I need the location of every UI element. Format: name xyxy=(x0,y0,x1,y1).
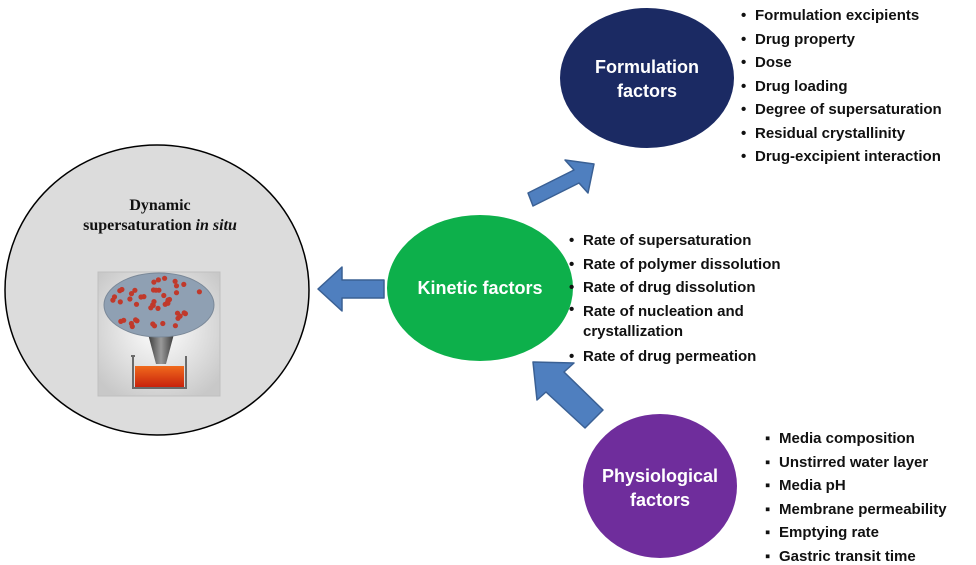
arrow-kinetic-to-dynamic xyxy=(317,266,385,312)
list-item: Gastric transit time xyxy=(765,545,947,565)
particle-dot xyxy=(172,323,178,329)
list-item: Rate of nucleation and crystallization xyxy=(569,300,783,345)
particle-dot xyxy=(172,278,178,284)
list-item: Rate of drug permeation xyxy=(569,345,783,369)
list-item: Drug loading xyxy=(741,75,942,99)
particle-dot xyxy=(133,317,139,323)
kinetic-title: Kinetic factors xyxy=(417,278,543,298)
particle-dot xyxy=(177,313,183,319)
particle-dot xyxy=(160,320,166,327)
list-item: Media pH xyxy=(765,474,947,498)
particle-dot xyxy=(153,287,159,293)
particle-dot xyxy=(151,279,157,285)
list-item: Residual crystallinity xyxy=(741,122,942,146)
particle-dot xyxy=(181,281,187,287)
dynamic-supersaturation-title: Dynamic supersaturation in situ xyxy=(40,196,280,236)
particle-dot xyxy=(132,287,138,293)
dynamic-title-line1: Dynamic xyxy=(129,197,191,214)
dynamic-title-word: supersaturation xyxy=(83,217,192,234)
physiological-title-line1: Physiological xyxy=(601,466,719,486)
particle-dot xyxy=(133,301,140,307)
list-item: Degree of supersaturation xyxy=(741,98,942,122)
formulation-factors-circle xyxy=(560,8,734,148)
particle-dot xyxy=(119,286,125,293)
particle-dots xyxy=(110,275,202,330)
particle-dot xyxy=(127,296,133,302)
particle-dot xyxy=(117,299,123,305)
particle-dot xyxy=(173,283,180,289)
particle-dot xyxy=(196,289,202,295)
particle-dot xyxy=(151,299,157,305)
particle-dot xyxy=(161,292,167,299)
beaker-icon xyxy=(131,355,187,389)
list-item: Rate of drug dissolution xyxy=(569,276,783,300)
physiological-title-line2: factors xyxy=(629,490,691,510)
particle-dot xyxy=(128,291,135,297)
list-item: Rate of polymer dissolution xyxy=(569,253,783,277)
formulation-factors-title: Formulation factors xyxy=(582,55,712,103)
formulation-title-line1: Formulation xyxy=(595,57,699,77)
list-item: Formulation excipients xyxy=(741,4,942,28)
particle-dot xyxy=(162,275,168,281)
particle-dot xyxy=(151,323,158,329)
particle-disc xyxy=(103,272,215,338)
formulation-title-line2: factors xyxy=(616,81,678,101)
particle-dot xyxy=(181,310,187,316)
list-item: Media composition xyxy=(765,427,947,451)
particle-dot xyxy=(155,277,161,283)
physiological-factors-list: Media composition Unstirred water layer … xyxy=(765,427,947,565)
particle-dot xyxy=(138,294,144,300)
list-item: Drug-excipient interaction xyxy=(741,145,942,169)
particle-dot xyxy=(118,318,124,324)
particle-dot xyxy=(155,305,161,311)
kinetic-factors-circle xyxy=(387,215,573,361)
arrow-physiological-to-kinetic xyxy=(532,361,604,429)
arrow-formulation-to-kinetic xyxy=(527,159,595,207)
kinetic-factors-list: Rate of supersaturation Rate of polymer … xyxy=(569,229,783,368)
dynamic-title-italic: in situ xyxy=(195,217,237,234)
list-item: Membrane permeability xyxy=(765,498,947,522)
particle-dot xyxy=(111,294,118,300)
physiological-factors-title: Physiological factors xyxy=(595,464,725,512)
list-item: Rate of supersaturation xyxy=(569,229,783,253)
dissolution-illustration xyxy=(97,271,221,397)
formulation-factors-list: Formulation excipients Drug property Dos… xyxy=(741,4,942,169)
list-item: Unstirred water layer xyxy=(765,451,947,475)
list-item: Dose xyxy=(741,51,942,75)
list-item: Drug property xyxy=(741,28,942,52)
list-item: Emptying rate xyxy=(765,521,947,545)
dynamic-title-line2: supersaturation in situ xyxy=(40,216,280,236)
physiological-factors-circle xyxy=(583,414,737,558)
kinetic-factors-title: Kinetic factors xyxy=(400,276,560,300)
particle-dot xyxy=(173,290,180,296)
particle-dot xyxy=(128,320,134,327)
particle-dot xyxy=(165,300,171,306)
